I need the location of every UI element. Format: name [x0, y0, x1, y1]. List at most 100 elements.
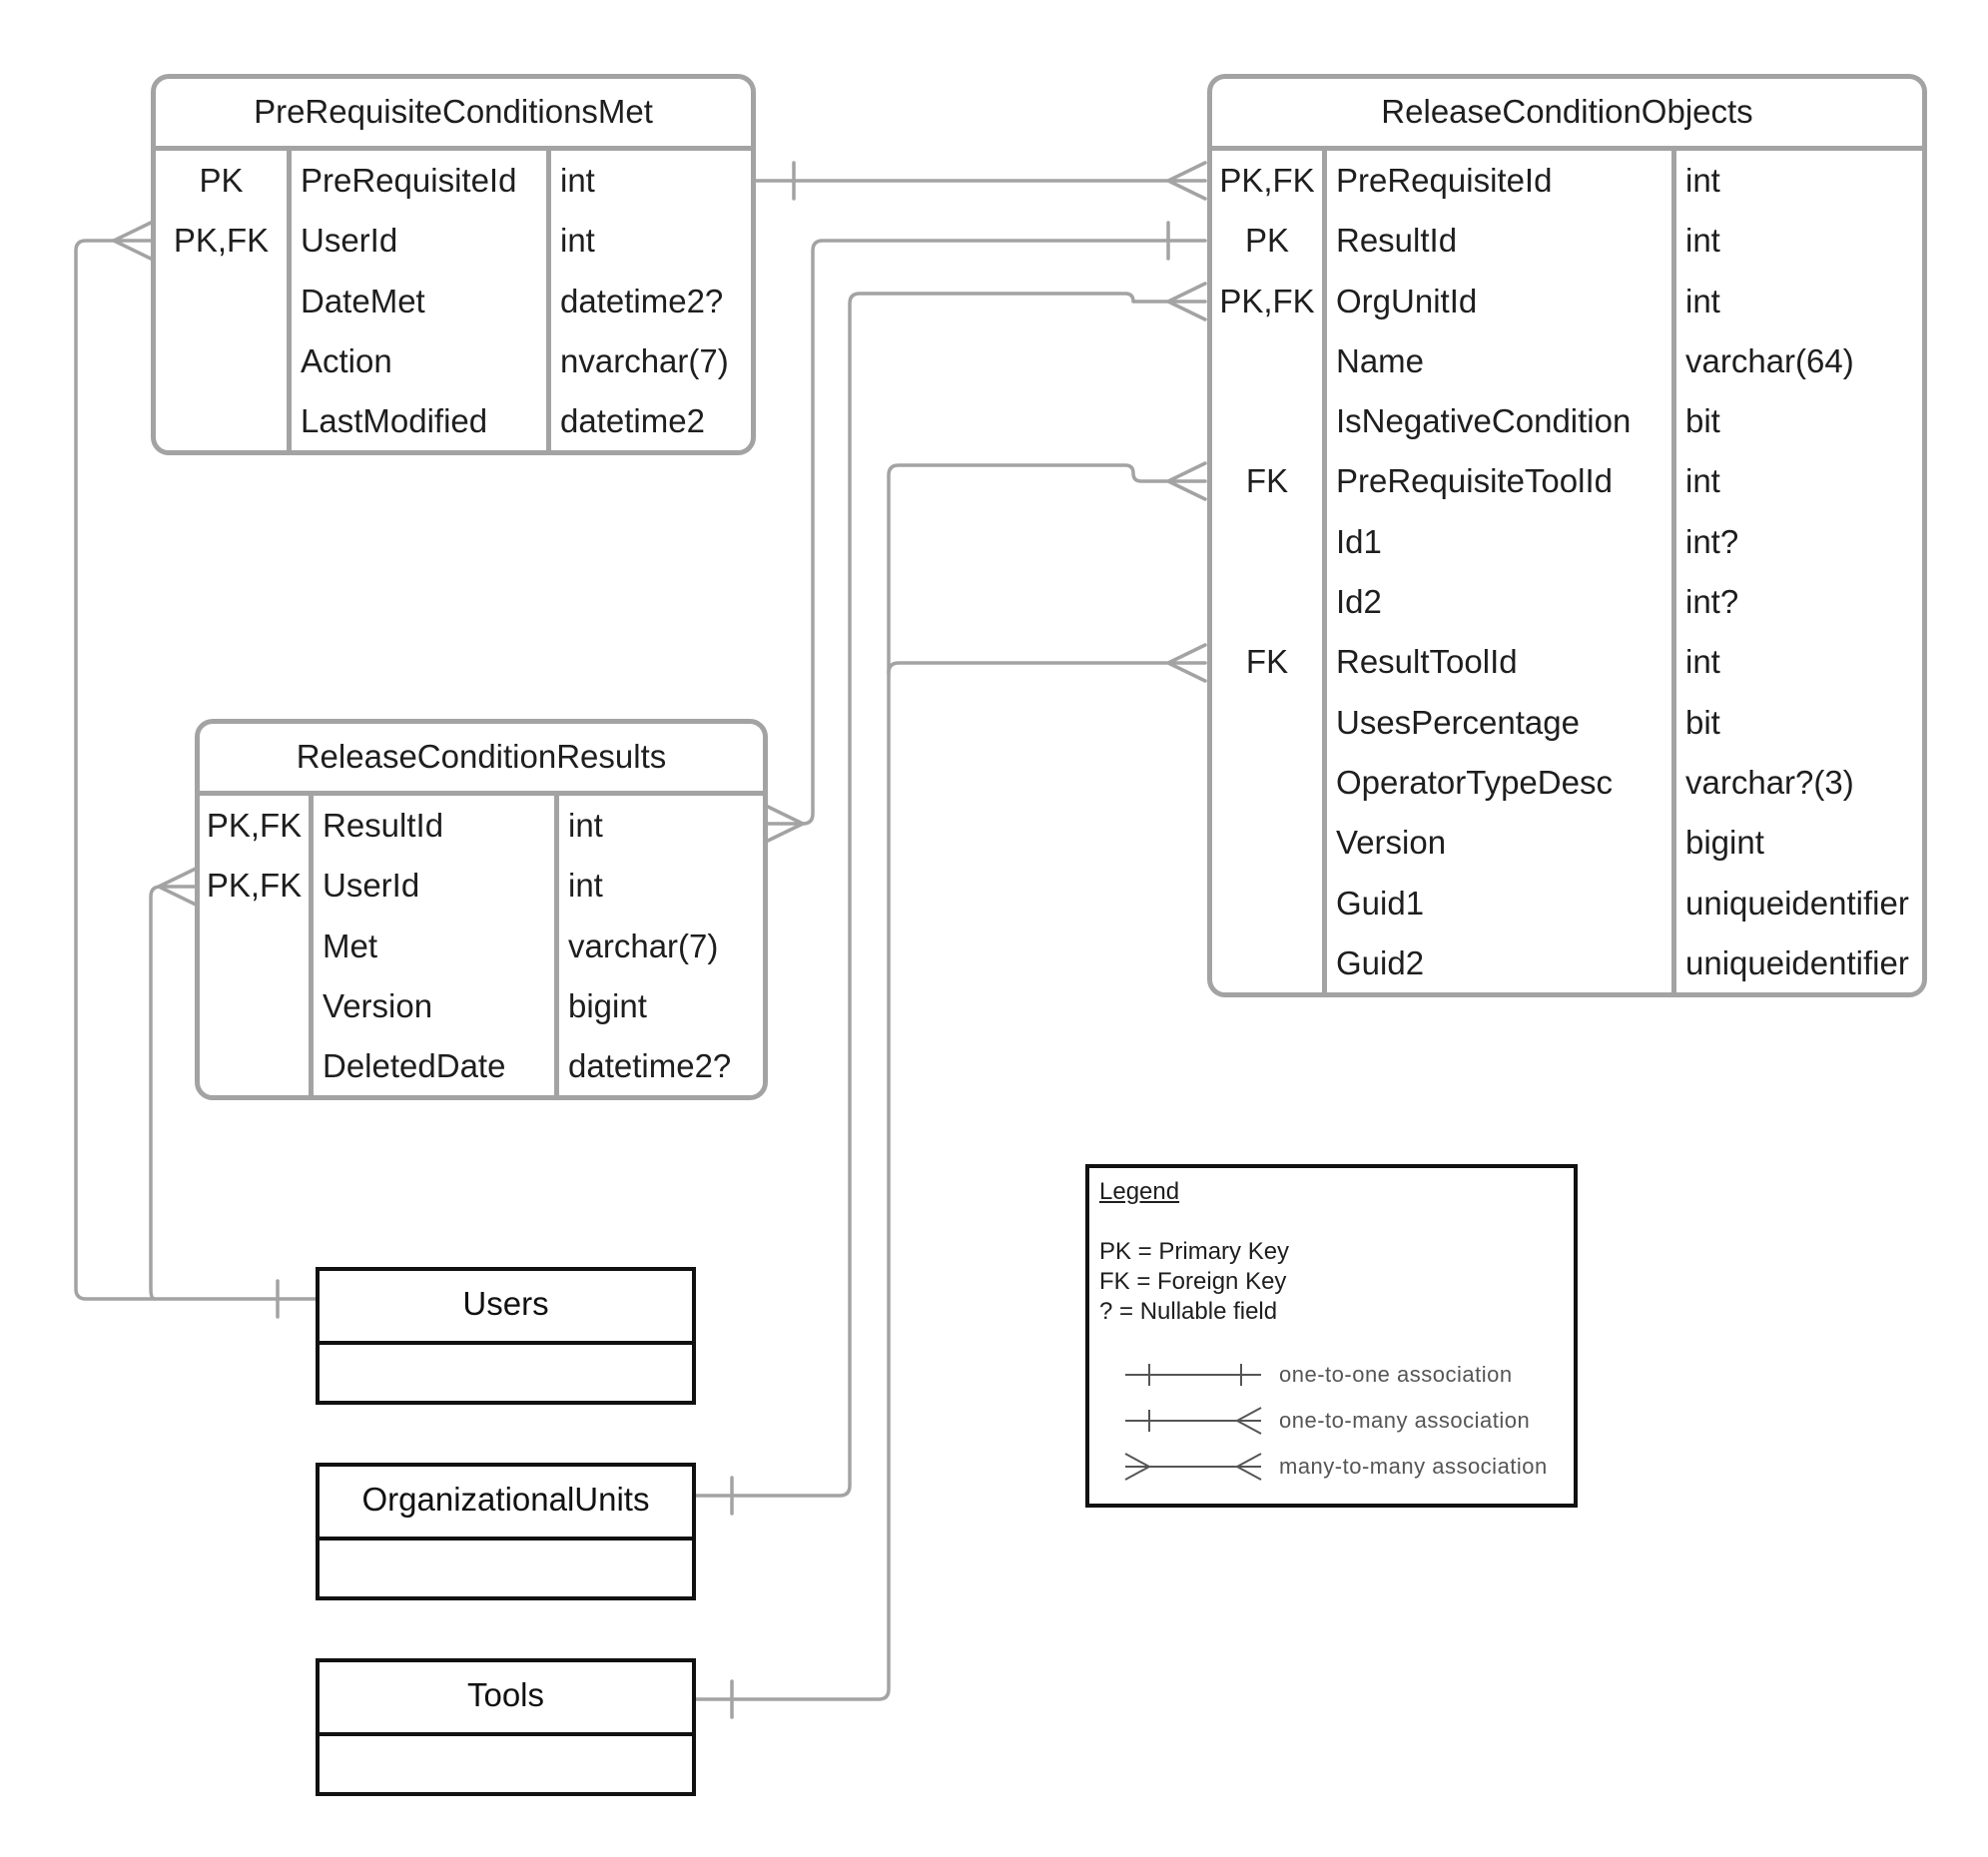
rel-users-to-tables: [74, 221, 319, 1319]
field-key: [1212, 511, 1327, 573]
legend-line: ? = Nullable field: [1099, 1298, 1278, 1325]
field-type: varchar(7): [568, 927, 719, 964]
field-row[interactable]: UsesPercentage bit: [1212, 692, 1922, 753]
field-key: [156, 391, 292, 450]
entity-tools[interactable]: Tools: [316, 1658, 696, 1796]
entity-users[interactable]: Users: [316, 1267, 696, 1405]
legend: Legend PK = Primary Key FK = Foreign Key…: [1085, 1164, 1578, 1508]
field-key: [1212, 813, 1327, 874]
field-type: int: [568, 807, 603, 844]
rel-prereq-to-rco: [752, 161, 1207, 201]
field-type: nvarchar(7): [560, 341, 729, 379]
field-type: int: [560, 222, 595, 260]
field-name: Version: [314, 975, 559, 1037]
field-key: PK: [156, 151, 292, 212]
field-key: PK,FK: [1212, 271, 1327, 331]
field-name: Id2: [1327, 572, 1676, 633]
field-key: FK: [1212, 632, 1327, 693]
field-name: PreRequisiteId: [292, 151, 551, 212]
field-name: DeletedDate: [314, 1036, 559, 1095]
field-type: int?: [1685, 522, 1739, 560]
field-name: OrgUnitId: [1327, 271, 1676, 331]
field-type: bigint: [1685, 824, 1764, 862]
rel-orgunits-to-rco: [694, 282, 1207, 1516]
field-type: int?: [1685, 583, 1739, 621]
legend-many-to-many: many-to-many association: [1279, 1454, 1548, 1479]
field-type: int: [1685, 222, 1720, 260]
field-type: uniqueidentifier: [1685, 884, 1909, 922]
field-key: [1212, 330, 1327, 392]
field-name: Guid2: [1327, 932, 1676, 992]
field-type: varchar(64): [1685, 341, 1854, 379]
field-key: [1212, 752, 1327, 814]
field-name: IsNegativeCondition: [1327, 391, 1676, 452]
field-type: int: [1685, 643, 1720, 681]
field-type: datetime2: [560, 402, 705, 440]
legend-one-to-one: one-to-one association: [1279, 1362, 1513, 1387]
field-key: [1212, 873, 1327, 933]
field-key: [200, 975, 314, 1037]
field-name: Action: [292, 330, 551, 392]
field-key: [1212, 572, 1327, 633]
field-name: UsesPercentage: [1327, 692, 1676, 753]
entity-title: Users: [320, 1271, 692, 1345]
field-name: PreRequisiteId: [1327, 151, 1676, 212]
field-type: bit: [1685, 703, 1720, 741]
field-name: UserId: [314, 856, 559, 917]
legend-title: Legend: [1099, 1178, 1180, 1205]
field-key: [156, 271, 292, 331]
legend-line: PK = Primary Key: [1099, 1238, 1290, 1265]
field-key: [156, 330, 292, 392]
legend-one-to-many: one-to-many association: [1279, 1408, 1531, 1433]
entity-title: PreRequisiteConditionsMet: [156, 79, 751, 151]
field-type: bigint: [568, 986, 647, 1024]
field-name: Id1: [1327, 511, 1676, 573]
field-key: [200, 916, 314, 976]
field-key: FK: [1212, 451, 1327, 512]
field-key: PK,FK: [1212, 151, 1327, 212]
entity-organizational-units[interactable]: OrganizationalUnits: [316, 1463, 696, 1600]
field-type: int: [568, 867, 603, 905]
entity-title: ReleaseConditionObjects: [1212, 79, 1922, 151]
field-key: [1212, 692, 1327, 753]
rel-rco-to-rcr: [764, 221, 1207, 844]
many-to-many-symbol: [1124, 1453, 1262, 1481]
legend-line: FK = Foreign Key: [1099, 1268, 1287, 1295]
field-name: ResultId: [314, 796, 559, 857]
field-key: [1212, 932, 1327, 992]
field-key: PK,FK: [156, 211, 292, 272]
field-name: OperatorTypeDesc: [1327, 752, 1676, 814]
field-name: PreRequisiteToolId: [1327, 451, 1676, 512]
field-name: UserId: [292, 211, 551, 272]
field-key: [1212, 391, 1327, 452]
field-type: int: [1685, 162, 1720, 199]
one-to-one-symbol: [1125, 1364, 1261, 1386]
